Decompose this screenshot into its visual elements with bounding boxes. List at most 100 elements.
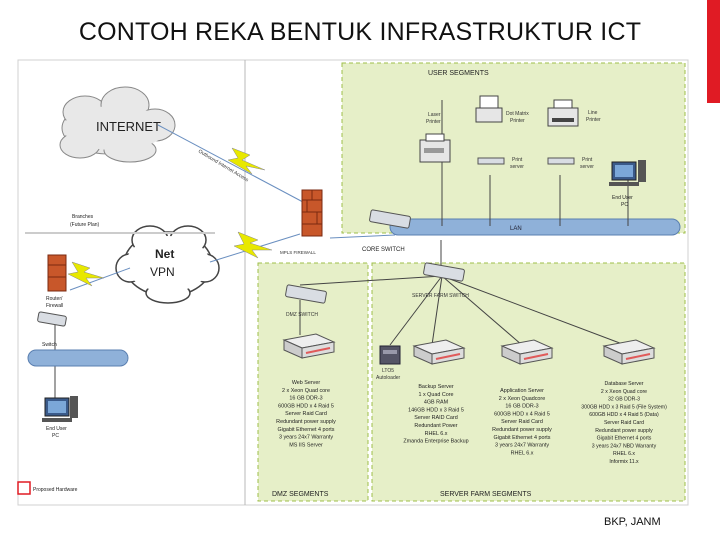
web_server-spec-line: 600GB HDD x 4 Raid 5 [278, 403, 334, 409]
web_server-spec-line: 3 years 24x7 Warranty [279, 435, 333, 441]
app_server-spec-line: Application Server [500, 388, 544, 394]
dot-label-1: Dot Matrix [506, 111, 529, 117]
dmz-switch-label: DMZ SWITCH [286, 312, 318, 318]
app_server-spec-line: 3 years 24x7 Warranty [495, 443, 549, 449]
database-server-specs: Database Server 2 x Xeon Quad core 32 GB D… [581, 381, 667, 465]
database-server-icon [602, 339, 656, 365]
lan-label: LAN [510, 226, 522, 232]
db_server-spec-line: Database Server [605, 381, 644, 387]
router-label: Router/ [46, 296, 63, 302]
dmz-segment-zone [257, 262, 369, 502]
backup_server-spec-line: 4GB RAM [424, 400, 449, 406]
slide-title: CONTOH REKA BENTUK INFRASTRUKTUR ICT [78, 18, 642, 46]
pc-icon [42, 396, 78, 422]
switch-left-label: Switch [42, 342, 57, 348]
backup_server-spec-line: Zmanda Enterprise Backup [403, 439, 468, 445]
firewall-label: Firewall [46, 303, 63, 309]
branches-label-1: Branches [72, 214, 94, 220]
web_server-spec-line: Server Raid Card [285, 411, 327, 417]
lan-bar [389, 218, 681, 236]
app_server-spec-line: 600GB HDD x 4 Raid 5 [494, 411, 550, 417]
print-server-label-1: Print [512, 157, 523, 163]
server-farm-switch-icon [423, 262, 465, 282]
user-segments-label: USER SEGMENTS [428, 70, 489, 77]
vpn-label-1: Net [155, 247, 174, 261]
db_server-spec-line: 2 x Xeon Quad core [601, 389, 647, 395]
end-user-right-1: End User [612, 195, 633, 201]
print-server-icon [547, 157, 575, 165]
web_server-spec-line: 2 x Xeon Quad core [282, 388, 330, 394]
application-server-specs: Application Server 2 x Xeon Quadcore 16 GB… [492, 388, 552, 456]
application-server-icon [500, 339, 554, 365]
mpls-firewall-label: MPLS FIREWALL [280, 250, 316, 255]
backup_server-spec-line: Backup Server [418, 384, 454, 390]
branches-label-2: (Future Plan) [70, 222, 100, 228]
dmz-segments-label: DMZ SEGMENTS [272, 491, 329, 498]
server-farm-switch-label: SERVER FARM SWITCH [412, 293, 469, 299]
server-farm-segments-label: SERVER FARM SEGMENTS [440, 491, 532, 498]
laser-printer-icon [419, 133, 451, 163]
mpls-firewall-icon [301, 189, 323, 237]
end-user-left-2: PC [52, 433, 59, 439]
web_server-spec-line: MS IIS Server [289, 442, 323, 448]
backup_server-spec-line: 146GB HDD x 3 Raid 5 [408, 407, 464, 413]
legend-label: Proposed Hardware [33, 487, 78, 493]
line-label-1: Line [588, 110, 598, 116]
internet-label: INTERNET [96, 119, 161, 134]
db_server-spec-line: Redundant power supply [595, 428, 653, 434]
branch-lan-bar [27, 349, 129, 367]
branch-router-icon [37, 311, 67, 327]
pc-icon [609, 160, 646, 186]
lto-label-1: LTO5 [382, 368, 394, 374]
backup_server-spec-line: Server RAID Card [414, 415, 457, 421]
core-switch-label: CORE SWITCH [362, 247, 405, 253]
backup_server-spec-line: 1 x Quad Core [418, 392, 453, 398]
db_server-spec-line: RHEL 6.x [613, 451, 635, 457]
end-user-left-1: End User [46, 426, 67, 432]
accent-bar [707, 0, 720, 103]
web_server-spec-line: Redundant power supply [276, 419, 336, 425]
backup_server-spec-line: RHEL 6.x [425, 431, 448, 437]
app_server-spec-line: 2 x Xeon Quadcore [499, 396, 545, 402]
dmz-switch-icon [285, 284, 327, 304]
print-server-b-label-2: server [580, 164, 594, 170]
db_server-spec-line: 300GB HDD x 3 Raid 5 (File System) [581, 404, 667, 410]
lto-label-2: Autoloader [376, 375, 401, 381]
user-segment-zone [341, 62, 686, 234]
app_server-spec-line: Gigabit Ethernet 4 ports [494, 435, 551, 441]
line-label-2: Printer [586, 117, 601, 123]
lightning-icon [227, 147, 266, 175]
db_server-spec-line: 32 GB DDR-3 [608, 397, 640, 403]
dot-matrix-printer-icon [475, 95, 503, 123]
db_server-spec-line: Server Raid Card [604, 420, 644, 426]
line-printer-icon [547, 99, 579, 127]
server-farm-zone [371, 262, 686, 502]
web_server-spec-line: Gigabit Ethernet 4 ports [278, 427, 335, 433]
web_server-spec-line: 16 GB DDR-3 [289, 396, 322, 402]
app_server-spec-line: RHEL 6.x [511, 450, 534, 456]
end-user-right-2: PC [621, 202, 628, 208]
laser-label-1: Laser [428, 112, 441, 118]
app_server-spec-line: Server Raid Card [501, 419, 543, 425]
dot-label-2: Printer [510, 118, 525, 124]
backup-server-icon [412, 339, 466, 365]
web-server-icon [282, 333, 336, 359]
internet-cloud-icon [59, 86, 176, 163]
backup_server-spec-line: Redundant Power [414, 423, 457, 429]
app_server-spec-line: Redundant power supply [492, 427, 552, 433]
print-server-icon [477, 157, 505, 165]
db_server-spec-line: Gigabit Ethernet 4 ports [597, 436, 652, 442]
app_server-spec-line: 16 GB DDR-3 [505, 404, 538, 410]
print-server-label-2: server [510, 164, 524, 170]
core-switch-icon [369, 209, 411, 229]
db_server-spec-line: 3 years 24x7 NBD Warranty [592, 443, 657, 449]
footer-text: BKP, JANM [604, 516, 661, 528]
lto-autoloader-icon [379, 345, 401, 365]
lightning-icon [233, 231, 273, 259]
db_server-spec-line: 600GB HDD x 4 Raid 5 (Data) [589, 412, 659, 418]
vpn-label-2: VPN [150, 265, 175, 279]
branch-firewall-icon [47, 254, 67, 292]
